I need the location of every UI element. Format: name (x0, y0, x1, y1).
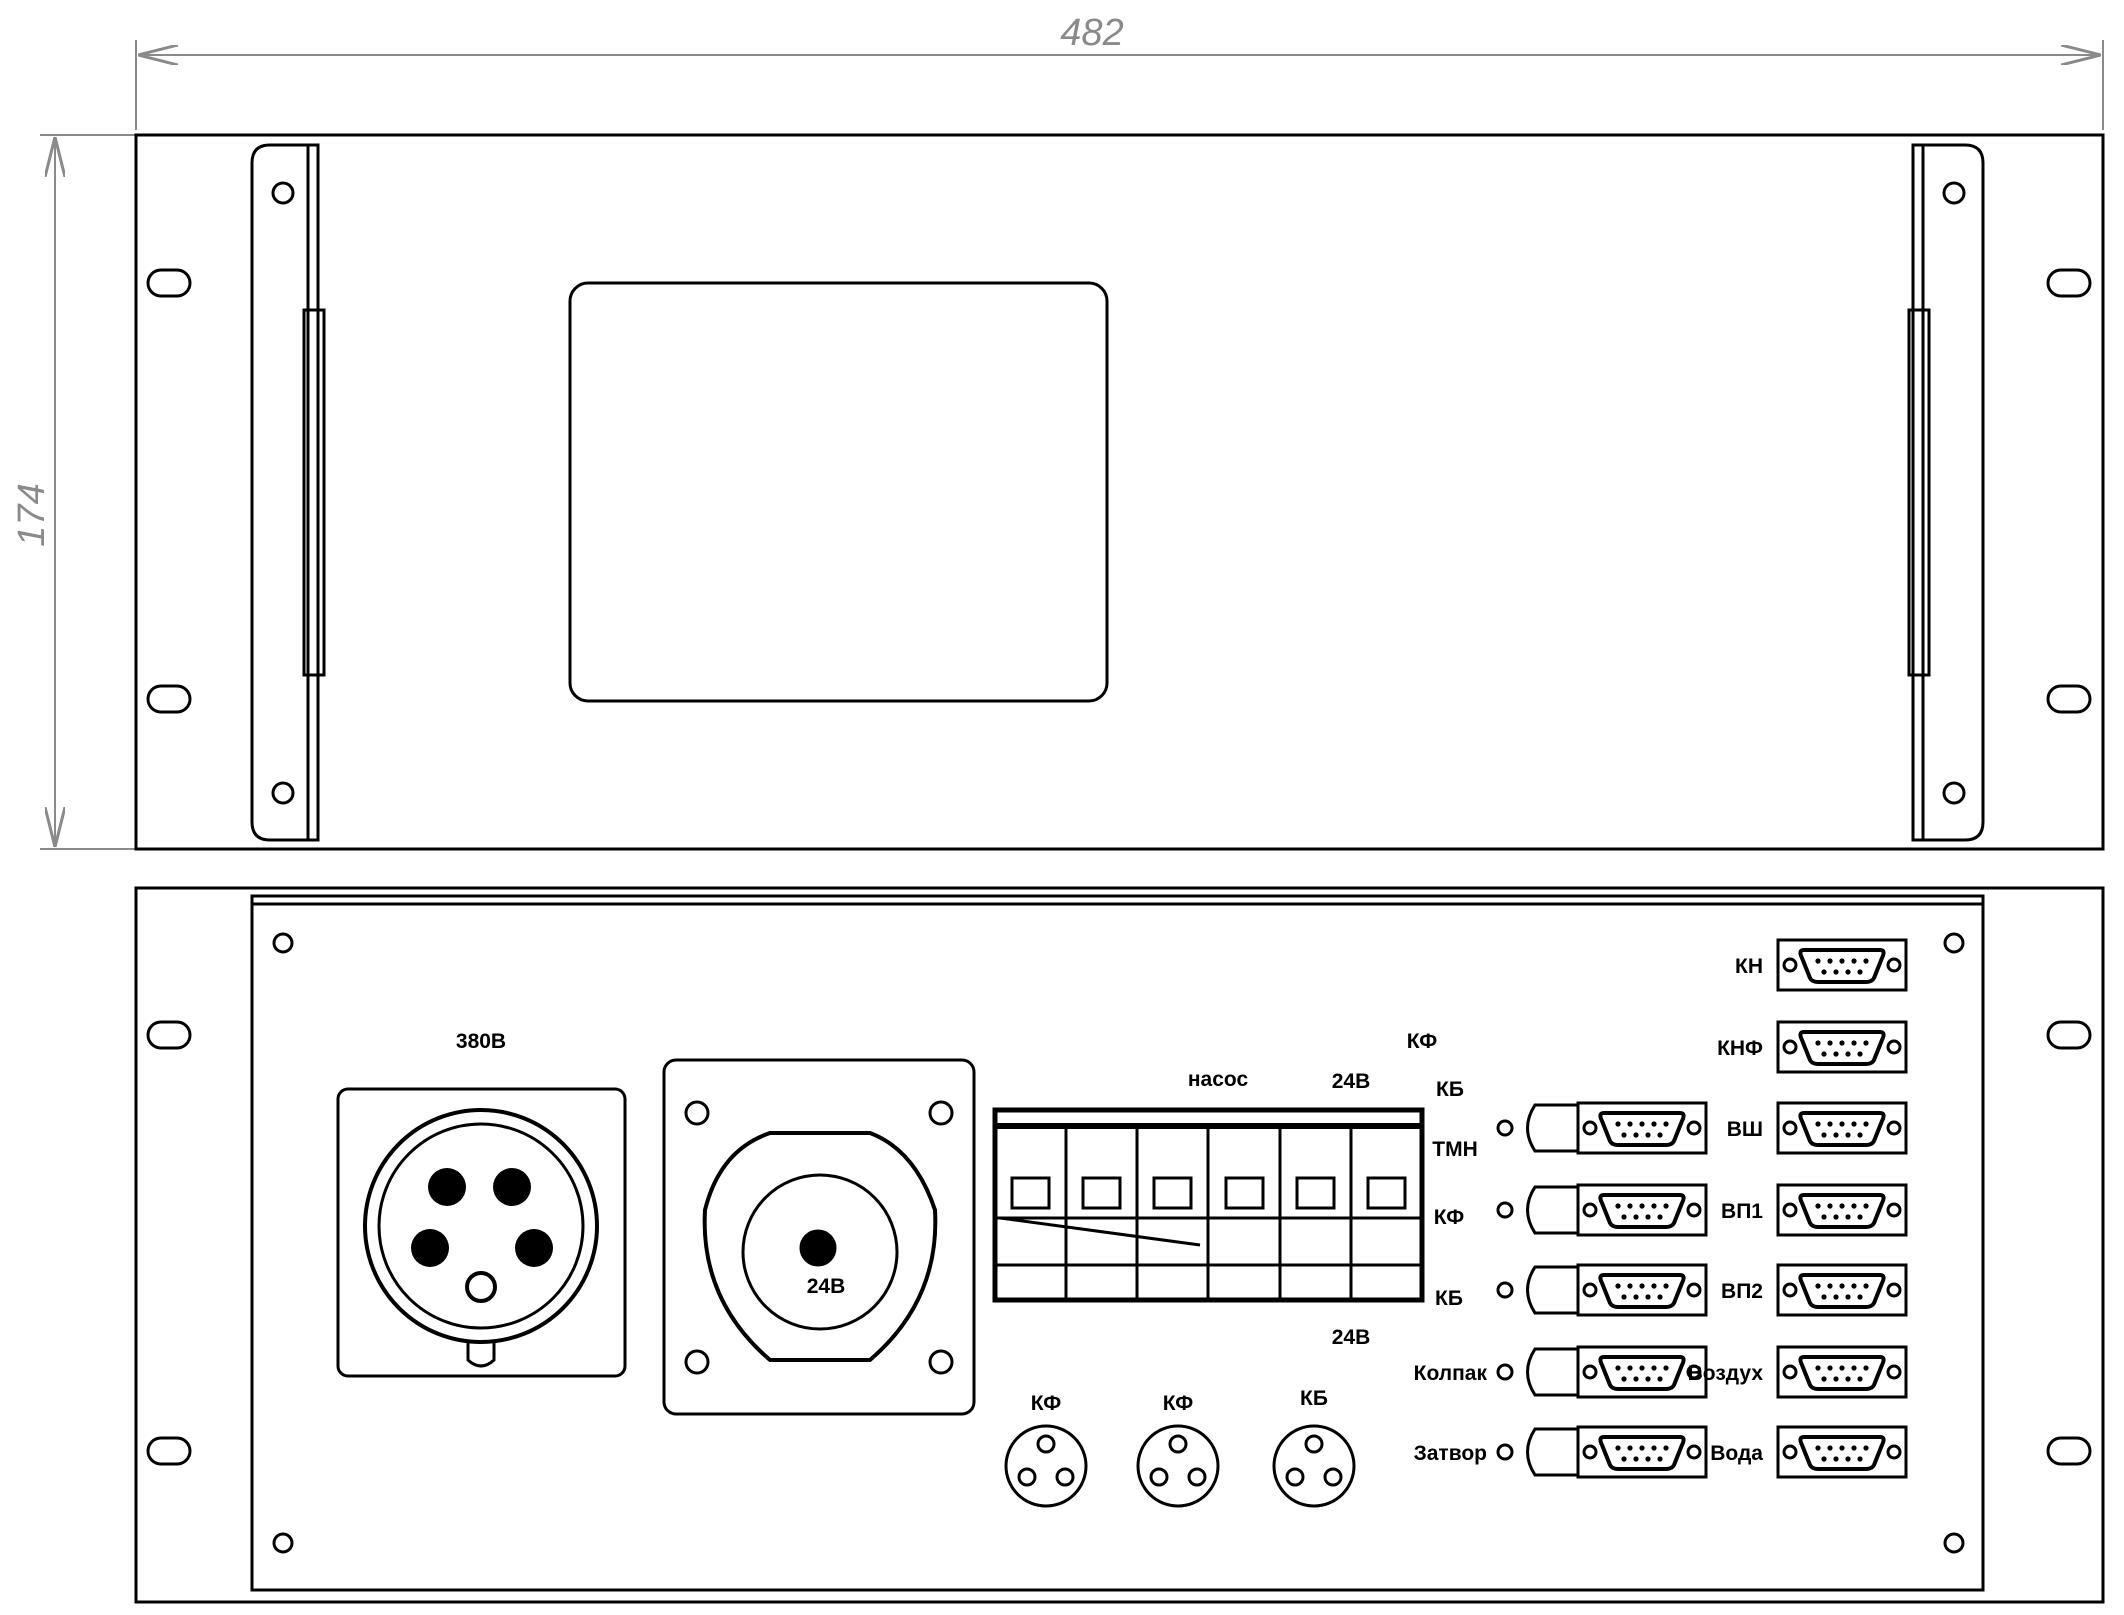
mount-slot (2046, 1436, 2092, 1466)
right-connector-label: КН (1735, 955, 1763, 978)
db9-connector (1776, 1020, 1908, 1074)
height-dimension (40, 134, 135, 850)
db9-connector (1776, 1263, 1908, 1317)
label-kb-side: КБ (1435, 1287, 1463, 1310)
power-socket-380v (336, 1087, 627, 1378)
middle-connector-label: Колпак (1414, 1362, 1488, 1385)
right-connector-label: Воздух (1688, 1362, 1764, 1385)
mount-slot (146, 1436, 192, 1466)
display-window (568, 281, 1109, 703)
right-connector-label: ВП2 (1721, 1280, 1763, 1303)
screw-hole (1943, 1532, 1965, 1554)
mount-slot (146, 684, 192, 714)
left-handle (250, 143, 326, 842)
right-handle (1907, 143, 1985, 842)
label-pump: насос (1188, 1068, 1249, 1091)
db9-connector (1776, 1425, 1908, 1479)
right-connector-label: Вода (1710, 1442, 1763, 1465)
middle-connector-label: Затвор (1414, 1442, 1487, 1465)
label-kf-side: КФ (1434, 1206, 1465, 1229)
power-socket-24v (662, 1058, 976, 1416)
width-dimension (135, 40, 2104, 130)
label-24v-bottom: 24В (1332, 1326, 1371, 1349)
height-dimension-label: 174 (11, 483, 53, 546)
label-24v-top: 24В (1332, 1070, 1371, 1093)
screw-hole (272, 932, 294, 954)
round-connector (1272, 1424, 1356, 1508)
round-connector (1004, 1424, 1088, 1508)
mount-slot (2046, 268, 2092, 298)
round-connector (1136, 1424, 1220, 1508)
screw-hole (272, 1532, 294, 1554)
db9-connector (1776, 938, 1908, 992)
label-kf-top: КФ (1407, 1030, 1438, 1053)
right-connector-label: КНФ (1717, 1037, 1763, 1060)
round-connector-label: КБ (1300, 1387, 1328, 1410)
cable-connector (1496, 1345, 1708, 1399)
right-connector-label: ВП1 (1721, 1200, 1763, 1223)
circuit-breaker-block (992, 1107, 1425, 1303)
mount-slot (2046, 684, 2092, 714)
screw-hole (1943, 932, 1965, 954)
db9-connector (1776, 1345, 1908, 1399)
round-connector-label: КФ (1163, 1392, 1194, 1415)
width-dimension-label: 482 (1060, 12, 1123, 54)
mount-slot (2046, 1020, 2092, 1050)
mount-slot (146, 268, 192, 298)
cable-connector (1496, 1425, 1708, 1479)
cable-connector (1496, 1263, 1708, 1317)
label-tmn: ТМН (1432, 1138, 1478, 1161)
cable-connector (1496, 1183, 1708, 1237)
mount-slot (146, 1020, 192, 1050)
db9-connector (1776, 1101, 1908, 1155)
label-kb-top: КБ (1436, 1078, 1464, 1101)
front-panel (134, 133, 2105, 851)
cable-connector (1496, 1101, 1708, 1155)
rear-panel (134, 886, 2105, 1604)
db9-connector (1776, 1183, 1908, 1237)
round-connector-label: КФ (1031, 1392, 1062, 1415)
socket-24v-label: 24В (807, 1275, 846, 1298)
right-connector-label: ВШ (1727, 1118, 1763, 1141)
label-380v: 380В (456, 1030, 506, 1053)
